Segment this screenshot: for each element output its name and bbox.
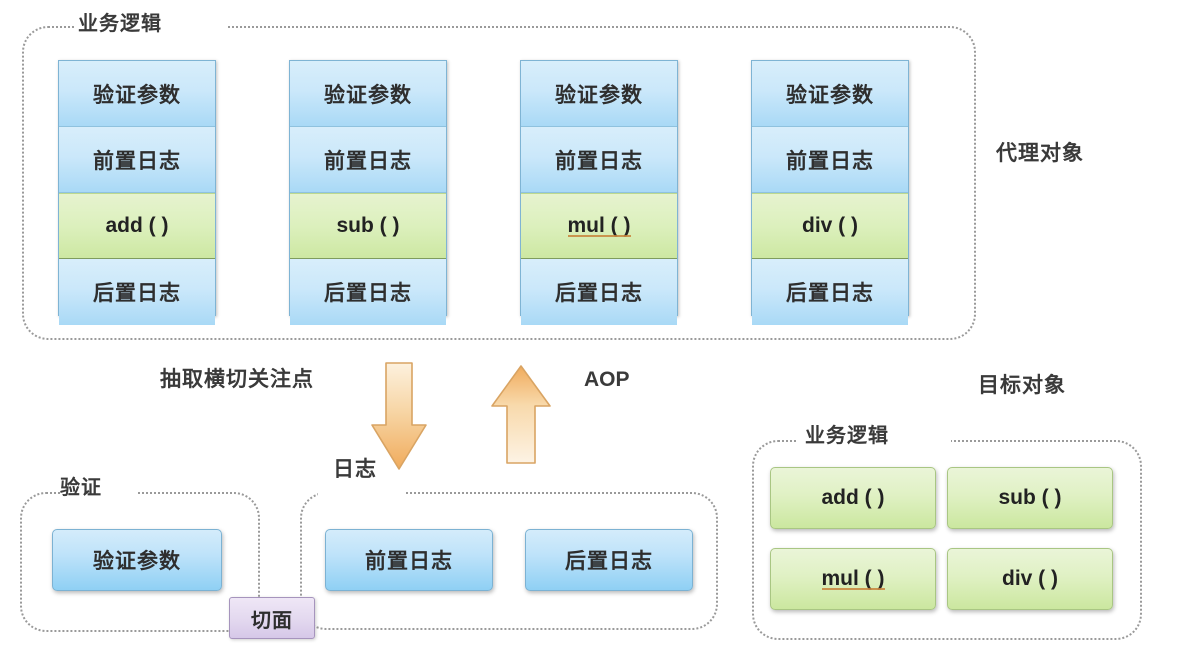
- aop-label: AOP: [584, 368, 630, 391]
- proxy-cell-before-log: 前置日志: [521, 127, 677, 193]
- proxy-business-logic-group: [22, 24, 976, 340]
- proxy-cell-before-log: 前置日志: [290, 127, 446, 193]
- proxy-column-add: 验证参数 前置日志 add ( ) 后置日志: [58, 60, 216, 325]
- proxy-cell-after-log: 后置日志: [290, 259, 446, 325]
- extract-crosscutting-label: 抽取横切关注点: [160, 368, 314, 391]
- validate-params-box: 验证参数: [52, 529, 222, 591]
- proxy-cell-after-log: 后置日志: [752, 259, 908, 325]
- proxy-cell-after-log: 后置日志: [521, 259, 677, 325]
- proxy-group-title-gap: [76, 24, 226, 30]
- validation-group-title: 验证: [60, 477, 102, 499]
- validation-group: [20, 490, 260, 632]
- target-business-logic-group: [752, 438, 1142, 640]
- after-log-box: 后置日志: [525, 529, 693, 591]
- before-log-box: 前置日志: [325, 529, 493, 591]
- proxy-cell-validate: 验证参数: [290, 61, 446, 127]
- mul-misspelled-text: mul ( ): [567, 214, 631, 237]
- proxy-cell-method-div: div ( ): [752, 193, 908, 259]
- extract-crosscutting-concerns-arrow: [369, 361, 429, 473]
- target-method-mul: mul ( ): [770, 548, 936, 610]
- target-group-title-gap: [796, 438, 951, 444]
- proxy-cell-before-log: 前置日志: [752, 127, 908, 193]
- proxy-cell-validate: 验证参数: [59, 61, 215, 127]
- proxy-cell-validate: 验证参数: [521, 61, 677, 127]
- aspect-badge: 切面: [229, 597, 315, 639]
- proxy-cell-validate: 验证参数: [752, 61, 908, 127]
- validation-group-title-gap: [60, 490, 138, 496]
- target-group-title: 业务逻辑: [805, 425, 889, 447]
- target-object-label: 目标对象: [978, 374, 1066, 397]
- log-flow-label: 日志: [333, 458, 377, 481]
- proxy-column-div: 验证参数 前置日志 div ( ) 后置日志: [751, 60, 909, 325]
- log-group-title-gap: [318, 490, 406, 496]
- proxy-cell-method-mul: mul ( ): [521, 193, 677, 259]
- proxy-cell-after-log: 后置日志: [59, 259, 215, 325]
- proxy-object-label: 代理对象: [996, 142, 1084, 165]
- mul-misspelled-text: mul ( ): [821, 567, 885, 590]
- target-method-add: add ( ): [770, 467, 936, 529]
- proxy-column-sub: 验证参数 前置日志 sub ( ) 后置日志: [289, 60, 447, 325]
- proxy-column-mul: 验证参数 前置日志 mul ( ) 后置日志: [520, 60, 678, 325]
- target-method-div: div ( ): [947, 548, 1113, 610]
- proxy-cell-method-sub: sub ( ): [290, 193, 446, 259]
- proxy-cell-before-log: 前置日志: [59, 127, 215, 193]
- proxy-group-title: 业务逻辑: [78, 13, 162, 35]
- target-method-sub: sub ( ): [947, 467, 1113, 529]
- log-group: [300, 490, 718, 630]
- aop-weaving-arrow: [489, 364, 553, 466]
- proxy-cell-method-add: add ( ): [59, 193, 215, 259]
